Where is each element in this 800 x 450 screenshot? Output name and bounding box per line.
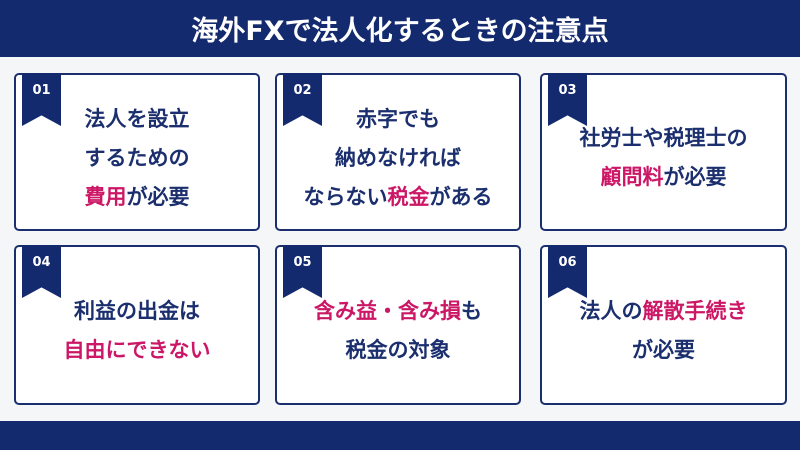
text-segment: 利益の出金は [74, 299, 200, 323]
text-segment: ならない [303, 184, 388, 209]
card-text: 含み益・含み損も税金の対象 [314, 292, 482, 370]
card-text: 法人の解散手続きが必要 [580, 292, 748, 370]
card-text-line: 税金の対象 [314, 331, 482, 370]
card-text: 赤字でも納めなければならない税金がある [304, 100, 493, 217]
highlighted-text: 含み益・含み損 [314, 299, 461, 323]
text-segment: が必要 [663, 165, 727, 189]
ribbon-badge: 02 [283, 73, 322, 126]
text-segment: するための [84, 145, 190, 170]
card-text: 社労士や税理士の顧問料が必要 [580, 119, 748, 197]
ribbon-badge: 06 [548, 245, 587, 298]
caution-card-01: 01 法人を設立するための費用が必要 [14, 73, 260, 231]
text-segment: 社労士や税理士の [579, 126, 748, 150]
header-bar: 海外FXで法人化するときの注意点 [0, 0, 800, 57]
card-text-line: 顧問料が必要 [580, 158, 748, 197]
text-segment: が必要 [126, 184, 190, 209]
caution-card-04: 04 利益の出金は自由にできない [14, 245, 260, 405]
highlighted-text: 自由にできない [63, 338, 211, 362]
text-segment: 赤字でも [356, 106, 440, 131]
card-text: 法人を設立するための費用が必要 [85, 100, 190, 217]
caution-card-02: 02 赤字でも納めなければならない税金がある [275, 73, 521, 231]
footer-bar [0, 421, 800, 450]
highlighted-text: 税金 [387, 184, 430, 209]
card-text-line: 自由にできない [64, 331, 211, 370]
card-text-line: するための [85, 139, 190, 178]
text-segment: 納めなければ [335, 145, 461, 170]
text-segment: 税金の対象 [345, 338, 451, 362]
page-title: 海外FXで法人化するときの注意点 [191, 16, 609, 47]
card-text-line: 含み益・含み損も [314, 292, 482, 331]
text-segment: も [461, 299, 482, 323]
caution-card-06: 06 法人の解散手続きが必要 [540, 245, 787, 405]
caution-card-05: 05 含み益・含み損も税金の対象 [275, 245, 521, 405]
text-segment: 法人を設立 [84, 106, 190, 131]
text-segment: がある [429, 184, 493, 209]
text-segment: が必要 [632, 338, 695, 362]
caution-card-03: 03 社労士や税理士の顧問料が必要 [540, 73, 787, 231]
card-text-line: 費用が必要 [85, 178, 190, 217]
card-text-line: ならない税金がある [304, 178, 493, 217]
card-text-line: 利益の出金は [64, 292, 211, 331]
card-text-line: 法人の解散手続き [580, 292, 748, 331]
card-text-line: 法人を設立 [85, 100, 190, 139]
highlighted-text: 費用 [84, 184, 127, 209]
ribbon-badge: 04 [22, 245, 61, 298]
highlighted-text: 解散手続き [642, 299, 748, 323]
ribbon-badge: 03 [548, 73, 587, 126]
text-segment: 法人の [579, 299, 643, 323]
highlighted-text: 顧問料 [600, 165, 664, 189]
ribbon-badge: 01 [22, 73, 61, 126]
card-text: 利益の出金は自由にできない [64, 292, 211, 370]
card-text-line: 赤字でも [304, 100, 493, 139]
ribbon-badge: 05 [283, 245, 322, 298]
card-text-line: 社労士や税理士の [580, 119, 748, 158]
card-text-line: が必要 [580, 331, 748, 370]
card-text-line: 納めなければ [304, 139, 493, 178]
